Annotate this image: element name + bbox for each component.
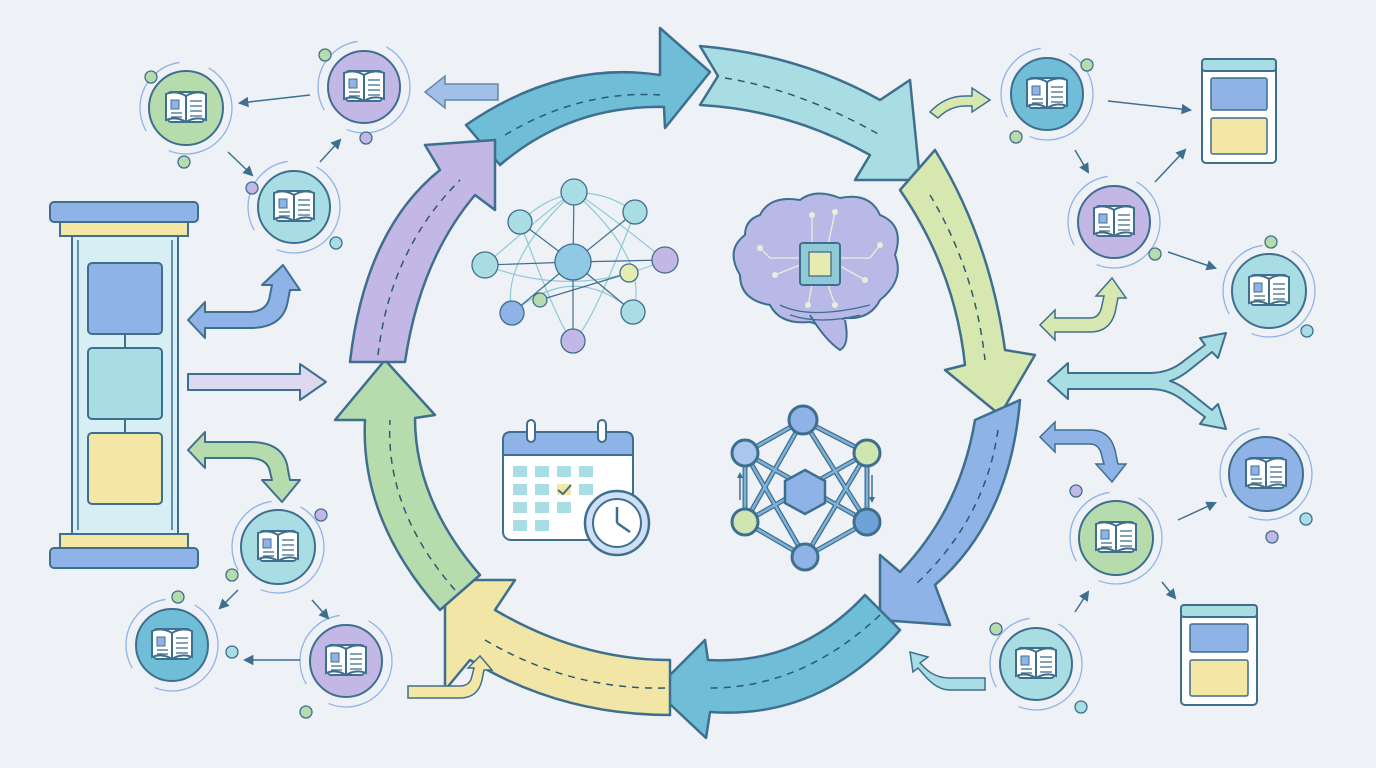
- book-node: [247, 160, 341, 254]
- book-node: [317, 40, 411, 134]
- open-book-icon: [257, 530, 299, 562]
- book-node: [139, 61, 233, 155]
- book-node: [1222, 244, 1316, 338]
- open-book-icon: [1245, 457, 1287, 489]
- right-arrow-bottom-in: [909, 650, 986, 691]
- brain-chip-icon: [732, 192, 899, 352]
- left-curved-arrow-down: [187, 431, 301, 503]
- left-arrow-top-in: [423, 74, 499, 110]
- book-node: [1067, 175, 1161, 269]
- left-arrow-bottom-out: [407, 654, 494, 699]
- cycle-arrow-bottom-right: [653, 593, 902, 740]
- book-node: [1219, 427, 1313, 521]
- book-node: [1000, 47, 1094, 141]
- right-branch-arrow: [1047, 332, 1227, 430]
- open-book-icon: [1015, 647, 1057, 679]
- cycle-arrow-right-upper: [898, 148, 1037, 417]
- hexagon-network-icon: [730, 404, 882, 572]
- book-node: [125, 598, 219, 692]
- calendar-clock-icon: [502, 419, 651, 557]
- open-book-icon: [273, 190, 315, 222]
- open-book-icon: [343, 70, 385, 102]
- left-straight-arrow: [187, 363, 327, 401]
- card-panel-icon: [1201, 58, 1277, 164]
- open-book-icon: [1093, 205, 1135, 237]
- open-book-icon: [1095, 521, 1137, 553]
- right-curved-arrow-down: [1038, 420, 1128, 484]
- cycle-arrow-top-right: [698, 44, 922, 182]
- open-book-icon: [1026, 77, 1068, 109]
- central-cycle: [333, 26, 1037, 740]
- open-book-icon: [1248, 274, 1290, 306]
- open-book-icon: [325, 644, 367, 676]
- card-panel-icon: [1180, 604, 1258, 706]
- open-book-icon: [165, 91, 207, 123]
- left-connectors: [187, 74, 499, 699]
- left-book-nodes: [125, 40, 411, 719]
- book-node: [299, 614, 393, 708]
- right-curved-arrow-up: [1038, 276, 1128, 342]
- right-arrow-top-out: [928, 86, 992, 119]
- book-node: [231, 500, 325, 594]
- pillar-stack-icon: [49, 201, 199, 569]
- cycle-arrow-left-upper: [348, 138, 497, 364]
- open-book-icon: [151, 628, 193, 660]
- right-connectors: [909, 86, 1227, 691]
- network-graph-icon: [471, 178, 679, 354]
- book-node: [989, 617, 1083, 711]
- book-node: [1069, 491, 1163, 585]
- right-book-nodes: [989, 47, 1316, 714]
- left-curved-arrow-up: [187, 264, 301, 339]
- cycle-arrow-top-left: [464, 26, 712, 167]
- cycle-arrow-right-lower: [878, 398, 1022, 627]
- cycle-arrow-left-lower: [333, 358, 482, 612]
- cycle-arrow-bottom-left: [443, 578, 672, 717]
